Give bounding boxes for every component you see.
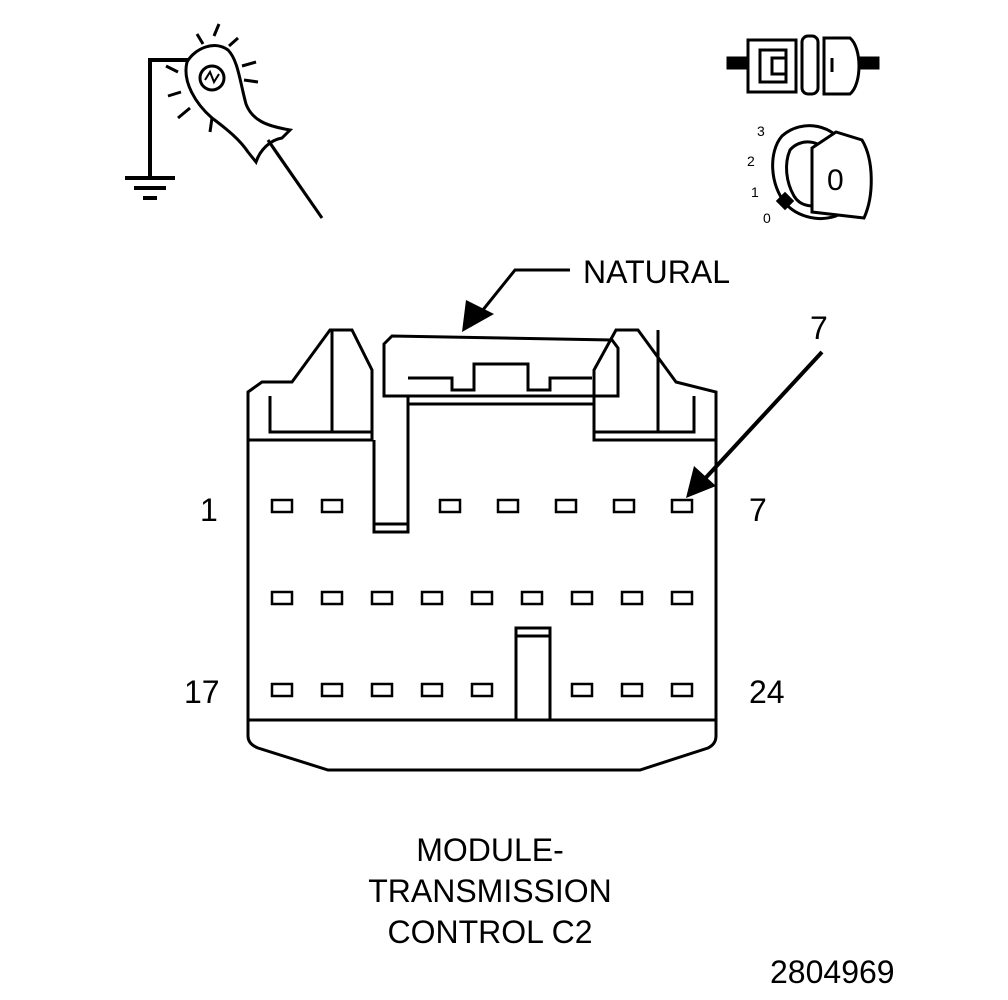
terminal-cavity bbox=[320, 682, 344, 698]
terminal-cavity bbox=[612, 498, 636, 514]
terminal-cavity bbox=[670, 682, 694, 698]
ignition-position-0: 0 bbox=[763, 210, 771, 226]
title-line-1: MODULE- bbox=[416, 832, 564, 868]
terminal-cavity bbox=[570, 590, 594, 606]
disconnected-connector-icon bbox=[726, 34, 880, 96]
cavity-row-middle bbox=[270, 590, 694, 606]
ignition-position-1: 1 bbox=[751, 184, 759, 200]
terminal-cavity bbox=[270, 682, 294, 698]
row-label-top-right: 7 bbox=[749, 492, 767, 528]
terminal-cavity bbox=[520, 590, 544, 606]
terminal-cavity bbox=[420, 682, 444, 698]
row-label-bottom-left: 17 bbox=[184, 674, 220, 710]
figure-number: 2804969 bbox=[770, 954, 895, 990]
title-line-3: CONTROL C2 bbox=[387, 914, 593, 950]
connector-title: MODULE- TRANSMISSION CONTROL C2 bbox=[290, 830, 690, 953]
natural-callout-arrow bbox=[462, 268, 570, 332]
terminal-cavity bbox=[420, 590, 444, 606]
pin7-callout-label: 7 bbox=[810, 310, 828, 346]
terminal-cavity bbox=[438, 498, 462, 514]
cavity-row-bottom bbox=[270, 682, 694, 698]
terminal-cavity bbox=[270, 590, 294, 606]
terminal-cavity bbox=[470, 590, 494, 606]
terminal-cavity bbox=[554, 498, 578, 514]
terminal-cavity bbox=[620, 682, 644, 698]
ignition-key-off-icon bbox=[771, 124, 873, 221]
terminal-cavity bbox=[670, 590, 694, 606]
terminal-cavity bbox=[620, 590, 644, 606]
test-light-icon bbox=[125, 23, 324, 219]
terminal-cavity bbox=[320, 498, 344, 514]
terminal-cavity bbox=[370, 590, 394, 606]
row-label-top-left: 1 bbox=[200, 492, 218, 528]
terminal-cavity bbox=[270, 498, 294, 514]
terminal-cavity bbox=[470, 682, 494, 698]
pin7-callout-arrow bbox=[686, 350, 824, 498]
ignition-position-3: 3 bbox=[757, 123, 765, 139]
connector-body bbox=[246, 328, 718, 772]
terminal-cavity bbox=[370, 682, 394, 698]
terminal-cavity bbox=[570, 682, 594, 698]
ignition-position-2: 2 bbox=[747, 153, 755, 169]
terminal-cavity bbox=[320, 590, 344, 606]
terminal-cavity bbox=[670, 498, 694, 514]
natural-label: NATURAL bbox=[583, 254, 730, 290]
title-line-2: TRANSMISSION bbox=[368, 873, 612, 909]
cavity-row-top bbox=[270, 498, 694, 514]
row-label-bottom-right: 24 bbox=[749, 674, 785, 710]
ignition-key-label: 0 bbox=[827, 164, 844, 197]
terminal-cavity bbox=[496, 498, 520, 514]
